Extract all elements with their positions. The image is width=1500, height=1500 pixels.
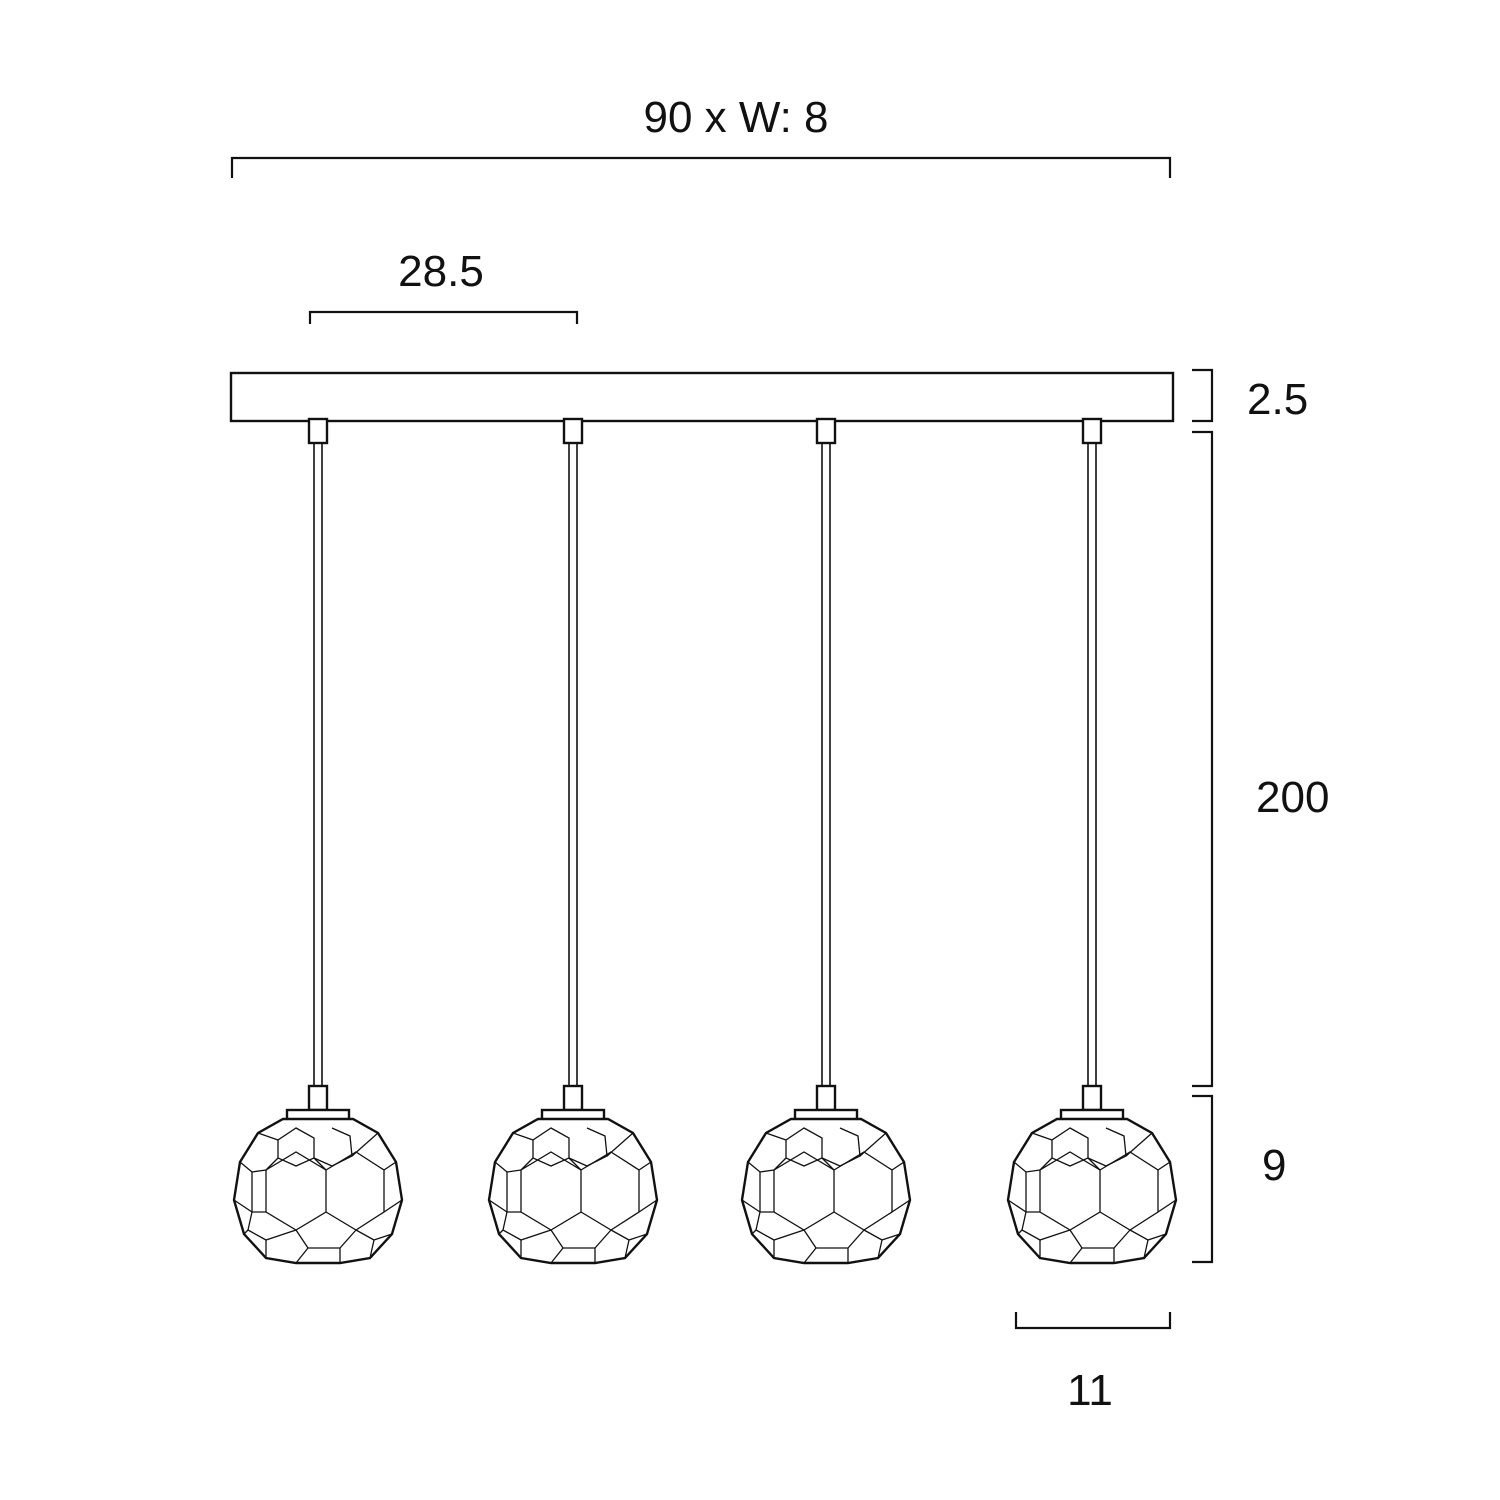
pendant-spacing-label: 28.5 [398,247,484,296]
shade-height-dimension: 9 [1192,1094,1286,1264]
drop-length-dimension: 200 [1192,430,1329,1088]
drop-length-label: 200 [1256,773,1329,822]
pendant-spacing-dimension: 28.5 [308,247,579,324]
overall-length-dimension: 90 x W: 8 [230,93,1172,178]
pendant-3 [740,417,912,1265]
shade-height-label: 9 [1262,1141,1286,1190]
pendant-1 [232,417,404,1265]
canopy-height-label: 2.5 [1247,375,1308,424]
pendant-2 [487,417,659,1265]
canopy-bar [229,371,1175,423]
canopy-height-dimension: 2.5 [1192,368,1308,424]
pendant-4 [1006,417,1178,1265]
shade-width-dimension: 11 [1014,1312,1172,1415]
shade-width-label: 11 [1067,1366,1113,1415]
overall-length-label: 90 x W: 8 [643,93,828,142]
